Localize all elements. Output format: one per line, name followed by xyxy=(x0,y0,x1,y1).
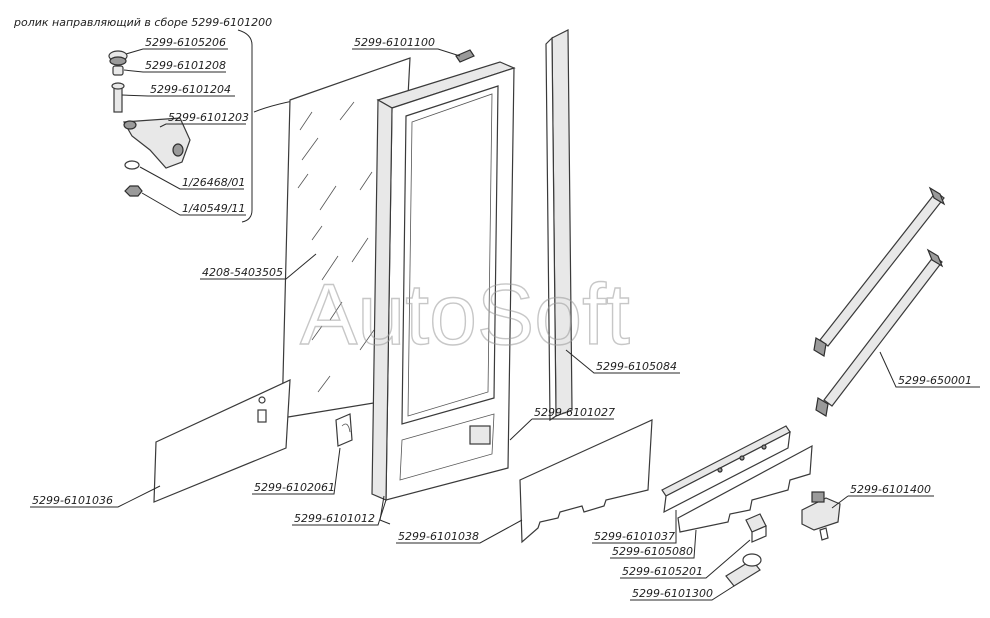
leader-6101012 xyxy=(292,499,387,526)
diagonal-rails: 5299-650001 xyxy=(813,186,980,417)
door-frame: 5299-6101012 xyxy=(292,61,516,526)
leader-6101038 xyxy=(396,519,523,544)
label-6101100: 5299-6101100 xyxy=(354,36,435,49)
label-6102061: 5299-6102061 xyxy=(254,481,335,494)
roller-bracket xyxy=(123,117,191,169)
lock-top xyxy=(811,491,825,503)
leader-6101400 xyxy=(831,495,934,509)
assembly-header: ролик направляющий в сборе 5299-6101200 xyxy=(13,16,272,29)
frame-lower-panel xyxy=(399,413,495,481)
bracket-hole xyxy=(123,120,137,130)
label-6105201: 5299-6105201 xyxy=(622,565,703,578)
label-5403505: 4208-5403505 xyxy=(202,266,283,279)
label-650001: 5299-650001 xyxy=(898,374,972,387)
roller-assembly xyxy=(108,50,191,197)
top-fitting-part xyxy=(455,49,475,63)
label-6105084: 5299-6105084 xyxy=(596,360,677,373)
label-6101027: 5299-6101027 xyxy=(534,406,615,419)
bracket-hole-2 xyxy=(172,143,184,157)
label-6101400: 5299-6101400 xyxy=(850,483,931,496)
label-6105080: 5299-6105080 xyxy=(612,545,693,558)
washer xyxy=(124,160,140,170)
frame-lock-block xyxy=(469,425,491,445)
leader-40549 xyxy=(141,192,246,216)
leader-6102061 xyxy=(252,447,341,495)
label-6101203: 5299-6101203 xyxy=(168,111,249,124)
lower-left-panel: 5299-6101036 xyxy=(30,379,291,508)
leader-650001 xyxy=(879,351,980,388)
roller-axle xyxy=(113,85,123,113)
leader-6101036 xyxy=(30,485,161,508)
handle-curve xyxy=(341,423,351,433)
block-6101300-cap xyxy=(742,553,762,567)
top-fitting: 5299-6101100 xyxy=(352,36,475,63)
leader-6101027 xyxy=(509,418,614,441)
handle-bracket: 5299-6102061 xyxy=(252,413,353,495)
label-6101208: 5299-6101208 xyxy=(145,59,226,72)
label-26468: 1/26468/01 xyxy=(182,176,245,189)
label-6101038: 5299-6101038 xyxy=(398,530,479,543)
strip-hole-2 xyxy=(739,455,745,461)
glass-hatching xyxy=(297,101,375,393)
strip-hole-1 xyxy=(717,467,723,473)
roller-bushing xyxy=(112,65,124,76)
label-6101012: 5299-6101012 xyxy=(294,512,375,525)
leader-6101203 xyxy=(159,123,246,128)
panel-keyhole xyxy=(258,396,266,404)
strip-6105080-body xyxy=(677,444,813,533)
rail-upper-top-end xyxy=(928,186,946,206)
rail-upper-end xyxy=(813,337,827,357)
leader-6101100 xyxy=(352,48,461,57)
watermark-logo: AutoSoft xyxy=(300,267,630,363)
panel-6101038-body xyxy=(519,419,653,544)
roller-cap-base xyxy=(109,56,127,66)
rail-lower xyxy=(823,255,943,407)
lock-body xyxy=(801,497,841,531)
label-40549: 1/40549/11 xyxy=(182,202,245,215)
profile-side xyxy=(545,36,557,422)
label-6101204: 5299-6101204 xyxy=(150,83,231,96)
label-6101300: 5299-6101300 xyxy=(632,587,713,600)
frame-window-opening xyxy=(401,85,499,425)
roller-axle-head xyxy=(111,82,125,90)
small-blocks: 5299-6105201 5299-6101300 xyxy=(620,513,767,601)
leader-6105206 xyxy=(125,48,228,55)
leader-6101300 xyxy=(630,585,735,601)
strip-6101037-face xyxy=(663,430,791,514)
lower-right-strips: 5299-6101037 5299-6105080 xyxy=(592,425,813,559)
lower-mid-panel: 5299-6101038 5299-6101027 xyxy=(396,406,653,544)
leader-26468 xyxy=(139,166,244,190)
handle-bracket-body xyxy=(335,413,353,447)
leader-6101037 xyxy=(592,510,677,544)
leader-5403505 xyxy=(200,253,317,280)
strip-hole-3 xyxy=(761,444,767,450)
vertical-profile: 5299-6105084 xyxy=(545,29,680,422)
label-6105206: 5299-6105206 xyxy=(145,36,226,49)
label-6101037: 5299-6101037 xyxy=(594,530,675,543)
leader-6101208 xyxy=(123,69,226,73)
nut xyxy=(124,185,143,197)
leader-6105201 xyxy=(620,539,751,579)
frame-inner-bevel xyxy=(407,93,493,417)
lock-mechanism: 5299-6101400 xyxy=(801,483,934,541)
leader-6105080 xyxy=(610,529,697,559)
panel-handle-slot xyxy=(257,409,267,423)
panel-6101036-body xyxy=(153,379,291,503)
rail-lower-top-end xyxy=(926,248,944,268)
leader-6101204 xyxy=(121,94,235,97)
label-6101036: 5299-6101036 xyxy=(32,494,113,507)
block-6105201-face xyxy=(751,525,767,543)
leader-6105084 xyxy=(565,349,680,374)
roller-labels: 5299-6105206 5299-6101208 5299-6101204 5… xyxy=(121,36,249,216)
rail-lower-end xyxy=(815,397,829,417)
assembly-bracket xyxy=(237,29,253,223)
lock-pin xyxy=(819,527,829,541)
